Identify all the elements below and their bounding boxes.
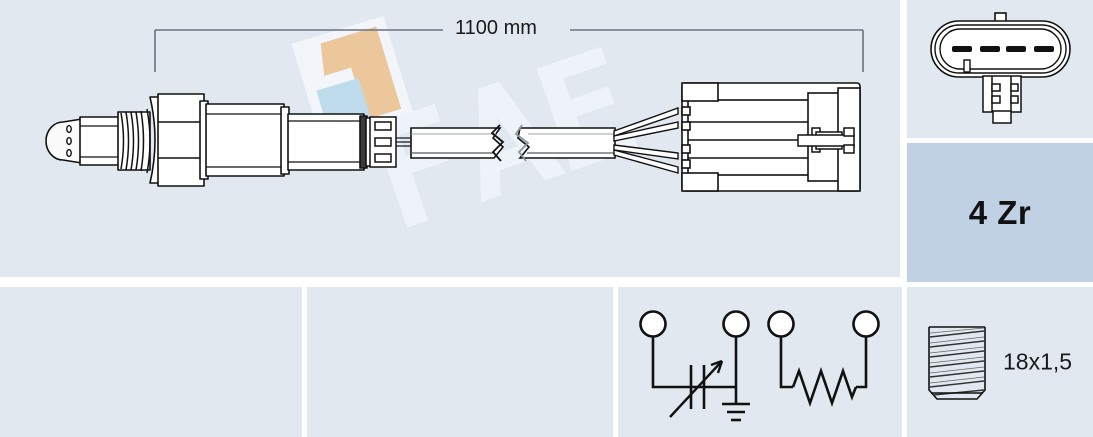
thread-symbol-svg xyxy=(928,326,986,400)
heater-resistor xyxy=(791,367,858,407)
connector-face-panel xyxy=(907,0,1093,138)
connector-pins xyxy=(952,46,1054,52)
terminal-2 xyxy=(722,310,750,338)
wire-fan xyxy=(613,107,679,174)
wiring-schematic-panel xyxy=(618,287,902,437)
terminal-3 xyxy=(767,310,795,338)
ground-symbol xyxy=(722,387,750,422)
sensor-type-panel: 4 Zr xyxy=(907,143,1093,282)
cable-grommet xyxy=(369,116,397,168)
pin-1 xyxy=(952,46,972,52)
sensor-type-label: 4 Zr xyxy=(968,193,1032,231)
sensor-assembly-svg xyxy=(45,15,864,228)
terminal-4 xyxy=(852,310,880,338)
plug-connector xyxy=(681,82,861,192)
empty-panel-middle xyxy=(307,287,613,437)
thread-icon xyxy=(928,326,986,400)
terminal-1 xyxy=(639,310,667,338)
pin-4 xyxy=(1034,46,1054,52)
pin-3 xyxy=(1006,46,1026,52)
sensor-cable xyxy=(410,124,616,162)
sensor-probe xyxy=(45,93,372,187)
dimension-label: 1100 mm xyxy=(455,17,537,39)
pin-2 xyxy=(980,46,1000,52)
grommet-leads xyxy=(396,137,412,147)
thread-spec-panel: 18x1,5 xyxy=(907,287,1093,437)
sensor-assembly-drawing-panel: 1100 mm xyxy=(0,0,900,277)
thread-spec-label: 18x1,5 xyxy=(1003,348,1073,375)
empty-panel-left xyxy=(0,287,302,437)
connector-face-svg xyxy=(930,12,1071,124)
dimension-line xyxy=(154,29,864,72)
wiring-schematic-svg xyxy=(639,310,880,422)
